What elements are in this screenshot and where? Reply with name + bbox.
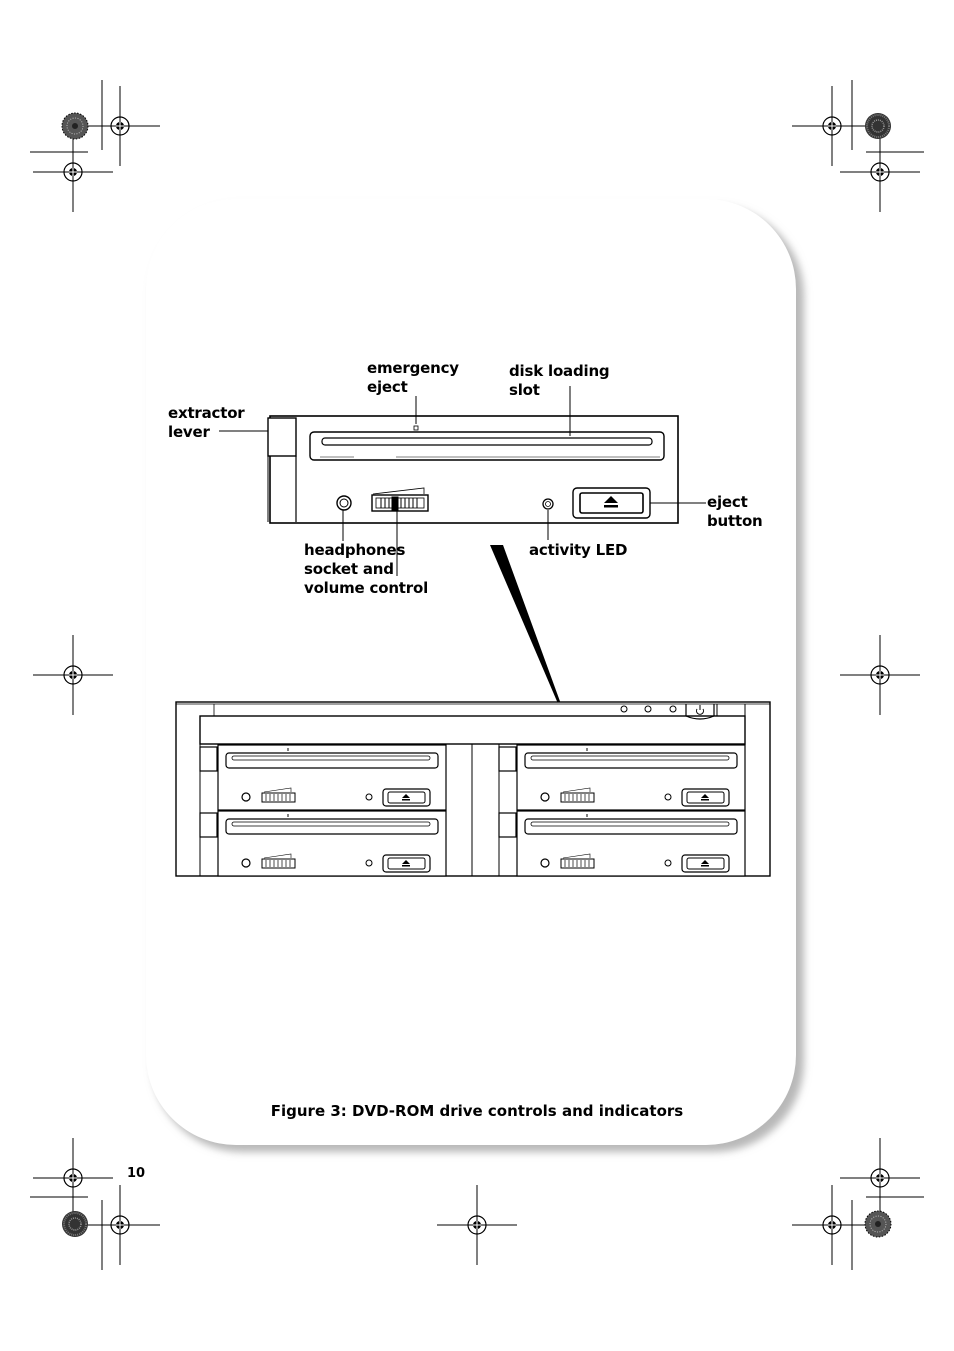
dvd-drive-detail xyxy=(267,415,679,524)
drive-slot-inner xyxy=(530,755,730,761)
disk-loading-slot xyxy=(309,431,665,461)
crop-marks xyxy=(30,80,924,1270)
drive-volume-scale xyxy=(562,853,591,859)
label-extractor-lever: extractor lever xyxy=(168,404,245,441)
eject-icon xyxy=(604,496,618,508)
drive-slot xyxy=(524,752,738,769)
drive-eject-inner xyxy=(686,791,725,804)
drive-headphone-jack xyxy=(241,792,251,802)
drive-lever xyxy=(199,746,218,772)
eject-icon xyxy=(402,860,410,864)
drive-eject-button xyxy=(681,788,730,807)
drive-slot-inner xyxy=(530,821,730,827)
extractor-lever xyxy=(267,417,297,457)
drive-volume-control xyxy=(560,792,595,803)
label-emergency-eject: emergency eject xyxy=(367,359,459,396)
eject-icon-bar xyxy=(402,865,410,867)
activity-led xyxy=(542,498,554,510)
drive-slot xyxy=(225,818,439,835)
drive-slot-inner xyxy=(231,755,431,761)
drive-eject-inner xyxy=(387,791,426,804)
drive-volume-scale xyxy=(263,853,292,859)
drive-eject-inner xyxy=(686,857,725,870)
drive-eject-inner xyxy=(387,857,426,870)
drive-bay xyxy=(516,744,746,811)
eject-icon xyxy=(701,794,709,798)
drive-activity-led xyxy=(365,793,373,801)
content-panel xyxy=(146,199,804,1152)
label-disk-loading-slot: disk loading slot xyxy=(509,362,610,399)
drive-eject-button xyxy=(382,854,431,873)
drive-slot xyxy=(524,818,738,835)
leader-lines xyxy=(219,386,706,576)
eject-icon-bar xyxy=(701,865,709,867)
volume-control xyxy=(371,487,429,512)
callout-pointer xyxy=(490,545,577,748)
drive-volume-scale xyxy=(562,787,591,793)
drive-headphone-jack xyxy=(540,792,550,802)
power-icon xyxy=(696,705,704,715)
drive-activity-led xyxy=(365,859,373,867)
drive-activity-led xyxy=(664,793,672,801)
eject-icon xyxy=(402,794,410,798)
drive-headphone-jack xyxy=(241,858,251,868)
drive-bay xyxy=(516,810,746,877)
drive-volume-control xyxy=(261,792,296,803)
drive-lever xyxy=(498,746,517,772)
figure-caption: Figure 3: DVD-ROM drive controls and ind… xyxy=(270,1102,684,1120)
drive-volume-control xyxy=(560,858,595,869)
drive-bays xyxy=(199,744,746,877)
drive-slot xyxy=(225,752,439,769)
label-activity-led: activity LED xyxy=(529,541,628,559)
drive-bay xyxy=(217,744,447,811)
drive-headphone-jack xyxy=(540,858,550,868)
drive-activity-led xyxy=(664,859,672,867)
drive-slot-inner xyxy=(231,821,431,827)
drive-eject-button xyxy=(681,854,730,873)
eject-icon-bar xyxy=(701,799,709,801)
drive-eject-button xyxy=(382,788,431,807)
eject-icon-bar xyxy=(402,799,410,801)
drive-volume-control xyxy=(261,858,296,869)
eject-icon xyxy=(701,860,709,864)
drive-lever xyxy=(199,812,218,838)
headphones-socket xyxy=(336,495,352,511)
page-number: 10 xyxy=(127,1166,146,1181)
label-eject-button: eject button xyxy=(707,493,763,530)
emergency-eject-hole xyxy=(413,425,419,431)
drive-bay xyxy=(217,810,447,877)
label-headphones: headphones socket and volume control xyxy=(304,541,429,597)
drive-volume-scale xyxy=(263,787,292,793)
drive-lever xyxy=(498,812,517,838)
